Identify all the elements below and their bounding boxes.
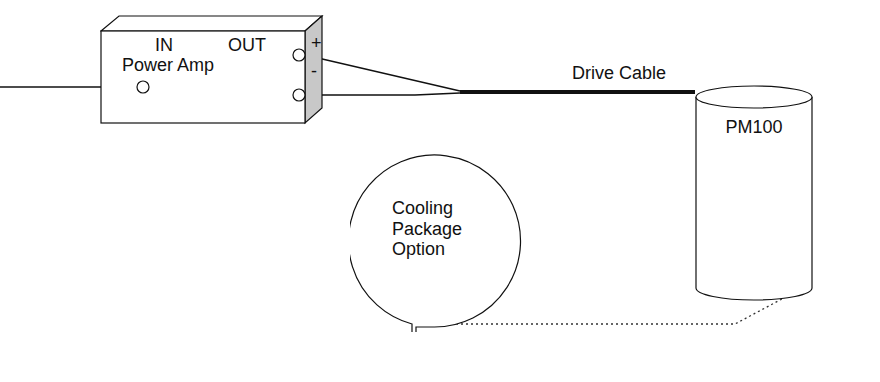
node-label: OUT bbox=[228, 35, 266, 56]
node-label: Power Amp bbox=[122, 55, 214, 76]
cable-label: Drive Cable bbox=[570, 63, 668, 84]
node-label: + bbox=[311, 33, 322, 54]
pm100-cylinder: PM100 bbox=[695, 85, 813, 302]
connector bbox=[305, 55, 695, 95]
node-label: Cooling Package Option bbox=[392, 198, 492, 260]
node-label: IN bbox=[155, 35, 173, 56]
cooling-package-circle: Cooling Package Option bbox=[350, 150, 532, 332]
power-amp-box: IN OUT + Power Amp - bbox=[100, 15, 324, 125]
node-label: - bbox=[311, 61, 317, 82]
node-label: PM100 bbox=[725, 117, 782, 138]
